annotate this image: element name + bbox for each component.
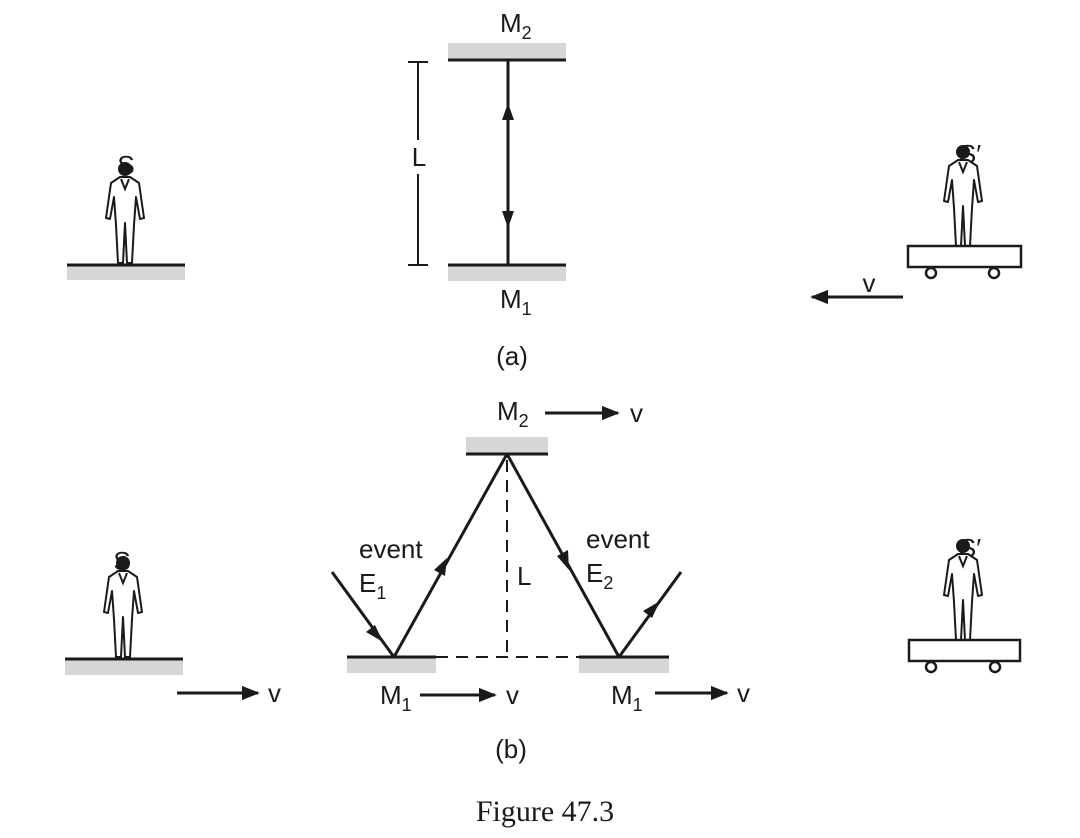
mirror-m1-left-b: M1 v [347, 655, 519, 715]
svg-text:event: event [586, 524, 650, 554]
arrow-icon [643, 601, 660, 618]
wheel-icon [988, 660, 1002, 674]
length-label-a: L [412, 142, 426, 172]
observer-s-prime-b: S′ [907, 533, 1022, 674]
mirror-m2-label-a: M2 [500, 8, 532, 43]
figure-caption: Figure 47.3 [476, 795, 614, 828]
mirror-m1-right-label-b: M1 [611, 680, 643, 715]
event-1-label-b: event E1 [359, 534, 423, 603]
light-path-a [502, 60, 514, 265]
arrow-icon [557, 550, 569, 570]
svg-text:E2: E2 [586, 558, 613, 593]
velocity-label-a: v [863, 268, 876, 298]
mirror-m1-a: M1 [448, 263, 566, 319]
mirror-m2-label-b: M2 [497, 396, 529, 431]
cart-icon [907, 638, 1022, 663]
arrow-icon [366, 625, 383, 642]
mirror-m2-a: M2 [448, 8, 566, 62]
mirror-m1-right-velocity-b: v [737, 678, 750, 708]
mirror-m2-velocity-b: v [630, 398, 643, 428]
person-icon [103, 555, 143, 658]
wheel-icon [924, 660, 938, 674]
ground-velocity-label-b: v [268, 678, 281, 708]
panel-b: S v M2 v M1 v M1 [65, 396, 1022, 764]
mirror-m1-left-velocity-b: v [506, 680, 519, 710]
wheel-icon [987, 266, 1001, 280]
length-dimension-a: L [406, 61, 432, 266]
svg-text:event: event [359, 534, 423, 564]
person-icon [105, 161, 145, 264]
caption-b: (b) [495, 734, 527, 764]
svg-text:E1: E1 [359, 568, 386, 603]
velocity-arrow-a: v [810, 268, 903, 305]
caption-a: (a) [496, 341, 528, 371]
wheel-icon [924, 266, 938, 280]
mirror-m1-label-a: M1 [500, 284, 532, 319]
observer-s-prime-a: S′ [906, 139, 1023, 280]
arrow-up-icon [502, 103, 514, 120]
light-path-b [330, 453, 683, 658]
arrow-icon [434, 558, 447, 576]
ground-velocity-b: v [177, 678, 281, 708]
mirror-m1-right-b: M1 v [579, 655, 750, 715]
mirror-m1-left-label-b: M1 [380, 680, 412, 715]
arrow-down-icon [502, 211, 514, 228]
panel-a: S M2 M1 L [67, 8, 1023, 371]
event-2-label-b: event E2 [586, 524, 650, 593]
mirror-m2-b: M2 v [466, 396, 643, 456]
ground-fill-a [67, 265, 185, 280]
observer-s-b: S [65, 546, 183, 675]
length-label-b: L [517, 561, 531, 591]
observer-s-a: S [67, 150, 185, 280]
dashed-geometry-b: L [436, 460, 579, 658]
cart-icon [906, 244, 1023, 269]
